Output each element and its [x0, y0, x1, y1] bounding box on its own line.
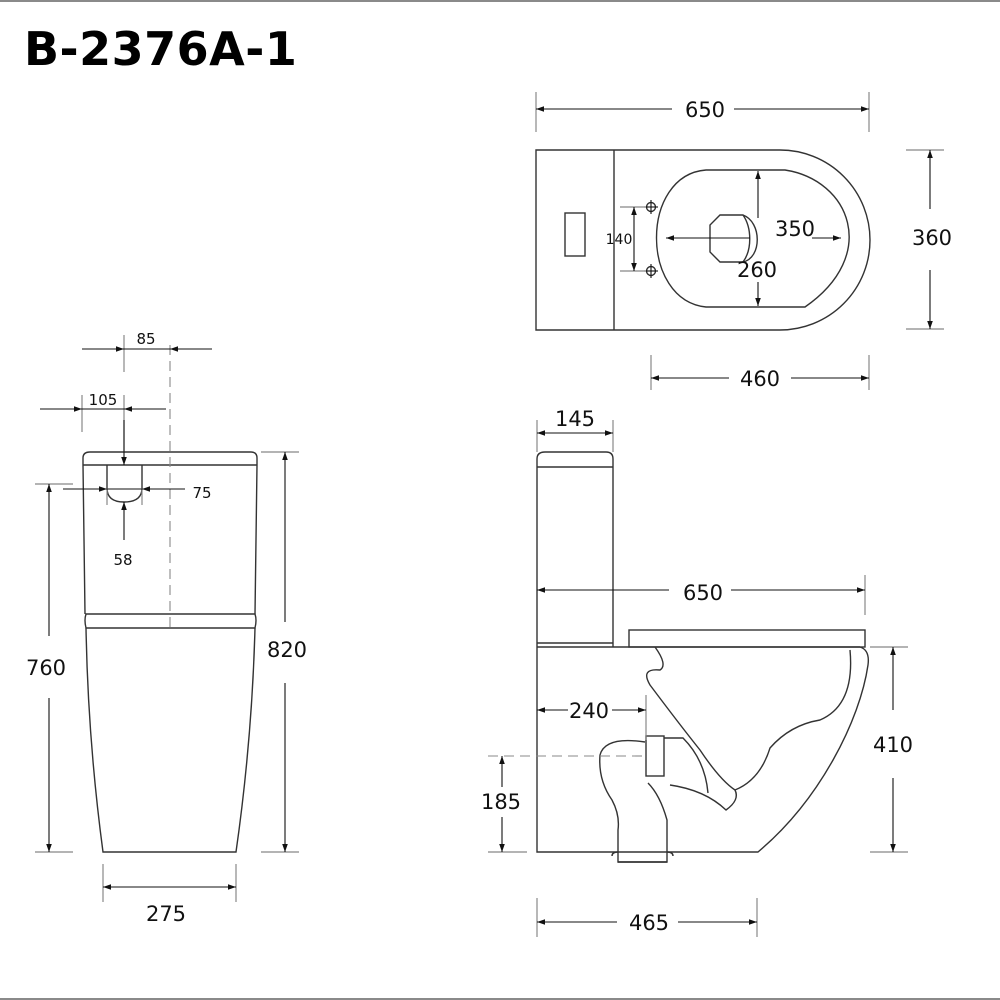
drain-outline — [709, 214, 758, 263]
dim-top-overall-width: 360 — [912, 226, 952, 250]
seat-side — [628, 629, 866, 648]
trapway — [599, 739, 668, 863]
dim-side-outlet-height: 185 — [481, 790, 521, 814]
dim-top-bowl-length: 460 — [740, 367, 780, 391]
top-view-outline — [535, 149, 871, 331]
seat-hinge-hole-icon — [644, 264, 658, 278]
dim-side-outlet-distance: 240 — [569, 699, 609, 723]
dim-front-inlet-from-floor: 760 — [26, 656, 66, 680]
side-view: 145 650 240 410 185 465 — [481, 407, 913, 937]
model-title: B-2376A-1 — [24, 22, 298, 76]
dim-front-inlet-height: 58 — [113, 551, 132, 569]
dim-front-overall-height: 820 — [267, 638, 307, 662]
dim-side-tank-depth: 145 — [555, 407, 595, 431]
front-view: 85 105 75 58 760 820 275 — [26, 330, 307, 926]
dim-side-seat-height: 410 — [873, 733, 913, 757]
dim-top-opening-width: 260 — [737, 258, 777, 282]
bowl-interior — [646, 646, 852, 791]
water-inlet — [106, 465, 143, 503]
dim-front-valve-center-offset: 85 — [136, 330, 155, 348]
bowl-body-side — [536, 646, 870, 853]
frame-top-border — [0, 0, 1000, 2]
dim-top-hinge-spacing: 140 — [606, 232, 633, 248]
seat-hinge-hole-icon — [644, 200, 658, 214]
frame-bottom-border — [0, 998, 1000, 1000]
tank-lid — [82, 451, 258, 465]
tank-body — [82, 464, 258, 615]
pedestal-outline — [85, 627, 256, 853]
outlet-flange — [645, 735, 665, 777]
dim-side-base-length: 465 — [629, 911, 669, 935]
top-view: 650 360 460 140 350 260 — [535, 92, 952, 391]
dim-front-inlet-width: 75 — [192, 484, 211, 502]
dim-top-opening-length: 350 — [775, 217, 815, 241]
tank-lid-side — [536, 451, 614, 467]
bowl-opening — [655, 169, 850, 308]
flush-button — [564, 212, 586, 257]
dim-side-overall-length: 650 — [683, 581, 723, 605]
dim-front-base-width: 275 — [146, 902, 186, 926]
dim-top-overall-length: 650 — [685, 98, 725, 122]
dim-front-valve-edge-offset: 105 — [89, 391, 118, 409]
